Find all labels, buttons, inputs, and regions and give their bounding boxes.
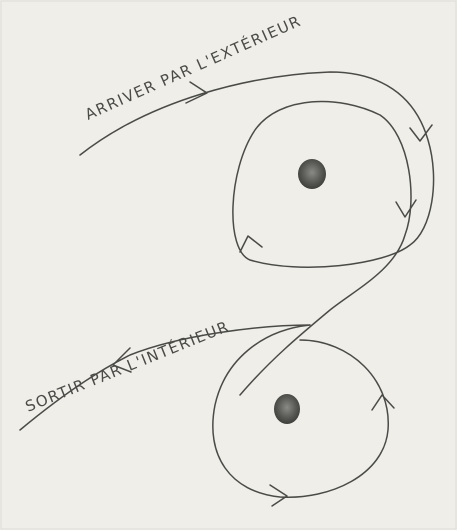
lower-dot — [274, 394, 300, 424]
arrow-lower-right — [371, 394, 395, 411]
arrow-entry — [185, 81, 208, 104]
upper-dot — [298, 159, 326, 189]
arrow-lower-bottom — [269, 484, 288, 507]
lower-loop-path — [19, 324, 389, 498]
arrow-right-mid — [395, 199, 417, 218]
arrow-exit — [112, 347, 132, 373]
exit-label: SORTIR PAR L'INTÉRIEUR — [22, 316, 232, 415]
arrow-left-upper — [239, 235, 263, 253]
arrow-right-top — [409, 124, 433, 142]
entry-label: ARRIVER PAR L'EXTÉRIEUR — [82, 11, 304, 124]
entry-path — [79, 71, 435, 396]
